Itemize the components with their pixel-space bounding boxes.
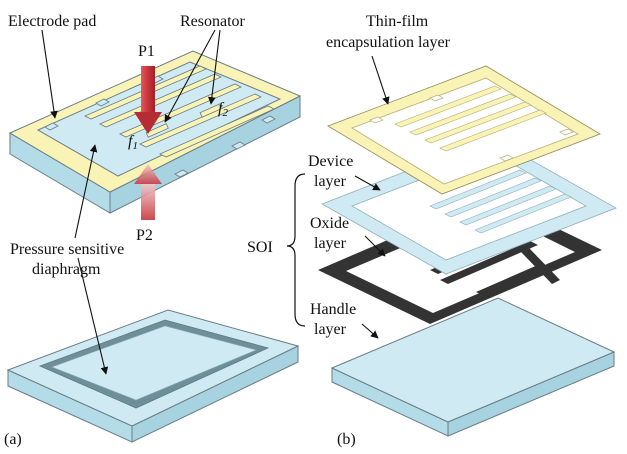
device-layer [321,137,617,275]
pressure-arrow-p1 [134,66,162,134]
panel-tag-a: (a) [4,431,22,448]
panel-a: Electrode pad Resonator P1 P2 f1 f2 Pres… [4,13,302,448]
label-f2: f2 [218,100,228,119]
label-device-1: Device [308,153,353,170]
label-f1: f1 [128,133,138,152]
label-encapsulation-2: encapsulation layer [326,34,451,51]
label-handle-1: Handle [310,301,356,318]
label-diaphragm-1: Pressure sensitive [10,241,124,258]
leader-lines-b [354,55,390,339]
label-soi: SOI [247,239,273,256]
label-oxide-1: Oxide [310,215,349,232]
soi-brace [286,173,306,327]
resonator-f1 [145,123,169,138]
label-diaphragm-2: diaphragm [32,261,101,278]
label-p2: P2 [136,227,153,244]
encapsulation-layer [327,65,601,195]
label-encapsulation-1: Thin-film [366,13,429,30]
label-device-2: layer [314,173,347,190]
panel-tag-b: (b) [337,431,356,448]
diaphragm-base [6,309,300,443]
label-oxide-2: layer [314,235,347,252]
diaphragm-membrane [51,325,257,401]
label-p1: P1 [138,43,155,60]
label-handle-2: layer [314,321,347,338]
pressure-arrow-p2 [134,164,162,220]
handle-layer [330,297,616,437]
panel-b: Thin-film encapsulation layer Device lay… [247,13,617,448]
label-resonator: Resonator [180,13,246,30]
label-electrode-pad: Electrode pad [8,13,96,30]
leader-lines-a [41,29,221,375]
resonator-f2 [199,103,223,118]
